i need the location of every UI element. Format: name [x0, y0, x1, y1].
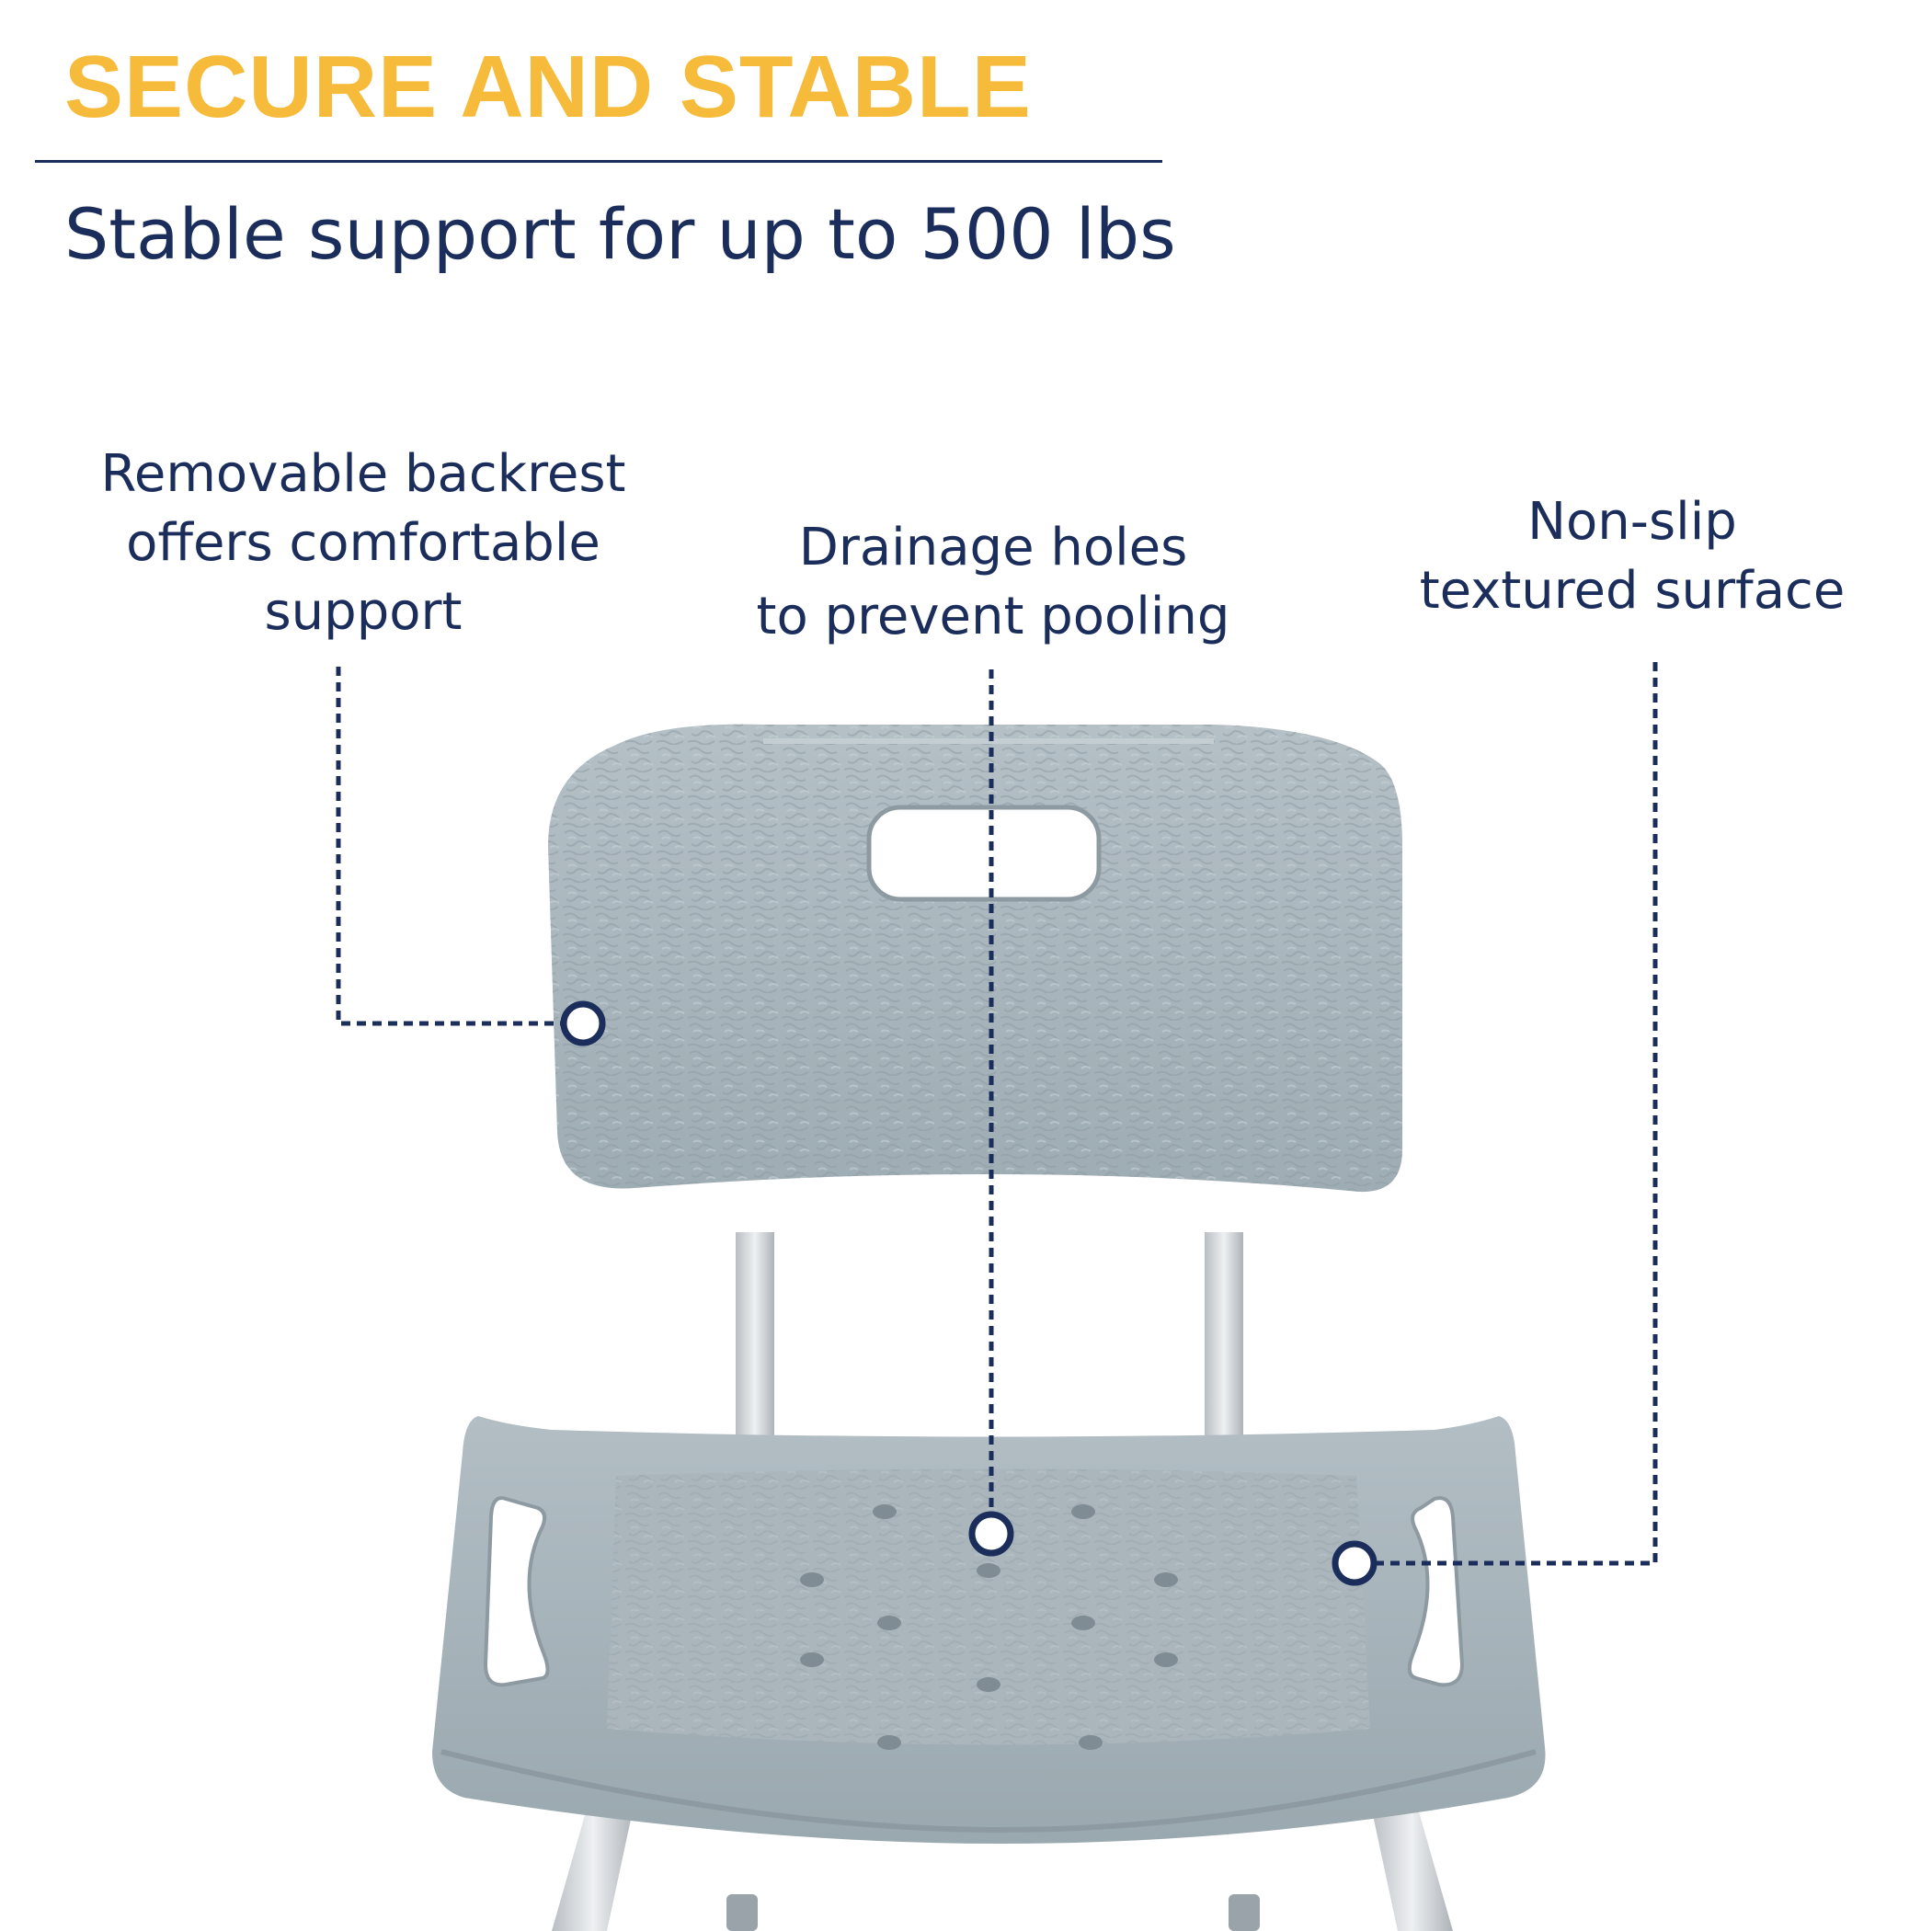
seat-handle-right — [1407, 1496, 1465, 1687]
chair-leg-front-left — [552, 1802, 634, 1931]
title-divider — [35, 160, 1162, 163]
callout-nonslip-line: Non-slip — [1527, 492, 1737, 552]
marker-dot-nonslip — [1332, 1540, 1378, 1586]
leader-line-backrest — [336, 667, 563, 1026]
callout-drainage-line: to prevent pooling — [756, 587, 1230, 646]
leader-line-nonslip — [1377, 662, 1658, 1566]
marker-dot-drainage — [968, 1511, 1014, 1557]
callout-backrest-line: support — [264, 582, 463, 642]
chair-leg-front-right — [1370, 1802, 1453, 1931]
page-subtitle: Stable support for up to 500 lbs — [64, 193, 1176, 275]
seat-handle-left — [483, 1496, 550, 1687]
callout-backrest-line: offers comfortable — [126, 513, 600, 573]
callout-backrest: Removable backrest offers comfortable su… — [51, 440, 676, 646]
callout-nonslip: Non-slip textured surface — [1379, 487, 1885, 625]
chair-foot-left — [726, 1894, 758, 1931]
callout-nonslip-line: textured surface — [1419, 561, 1846, 621]
drainage-holes — [800, 1504, 1178, 1750]
backrest-handle-slot — [866, 805, 1102, 902]
marker-dot-backrest — [560, 1000, 606, 1046]
callout-drainage: Drainage holes to prevent pooling — [708, 513, 1278, 651]
callout-drainage-line: Drainage holes — [798, 518, 1188, 577]
chair-foot-right — [1229, 1894, 1260, 1931]
page-title: SECURE AND STABLE — [64, 38, 1032, 136]
callout-backrest-line: Removable backrest — [100, 444, 626, 504]
